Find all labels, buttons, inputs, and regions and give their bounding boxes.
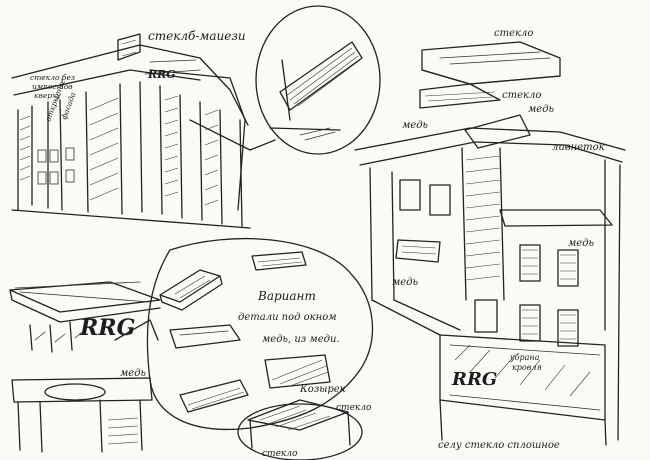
logo-top: RRG (147, 68, 176, 81)
label-variant-1: Вариант (257, 289, 316, 303)
label-bottom-note: селу стекло сплошное (438, 440, 560, 451)
sketch-bottom-left-canopy (9, 281, 161, 453)
label-removed-2: кровля (512, 363, 542, 372)
label-glass-note-3: кверху (34, 91, 61, 100)
logo-bottom-left: RRG (79, 315, 135, 341)
label-canopy: Козырек (299, 384, 346, 395)
label-gutter: ливнеток (552, 142, 605, 153)
label-variant-2: детали под окном (238, 312, 337, 323)
sketch-top-left-building (11, 33, 276, 229)
label-copper-3: медь (568, 238, 594, 249)
label-steklo-canopy: стекло (336, 403, 372, 413)
label-copper-2: медь (402, 120, 428, 131)
label-facade-note: фасада (59, 91, 77, 121)
label-copper-1: медь (528, 104, 554, 115)
label-copper-5: медь (120, 368, 146, 379)
label-removed-1: убрана (509, 353, 540, 362)
label-copper-4: медь (392, 277, 418, 288)
sketch-bottom-canopy (237, 399, 363, 460)
label-glass-note-2: импостов (32, 82, 73, 91)
sketch-variants-bubble (146, 237, 374, 430)
label-steklo-top: стекло (494, 28, 533, 39)
sketch-right-building (354, 41, 626, 446)
label-steklo-bottom: стекло (262, 449, 298, 459)
label-variant-3: медь, из меди. (262, 334, 340, 345)
sketch-detail-circle (255, 5, 381, 155)
logo-storefront: RRG (451, 369, 497, 390)
label-top-left-title: стеклб-маиези (148, 29, 246, 43)
label-glass-note-1: стекло без (30, 73, 75, 82)
label-steklo-mid: стекло (502, 90, 541, 101)
